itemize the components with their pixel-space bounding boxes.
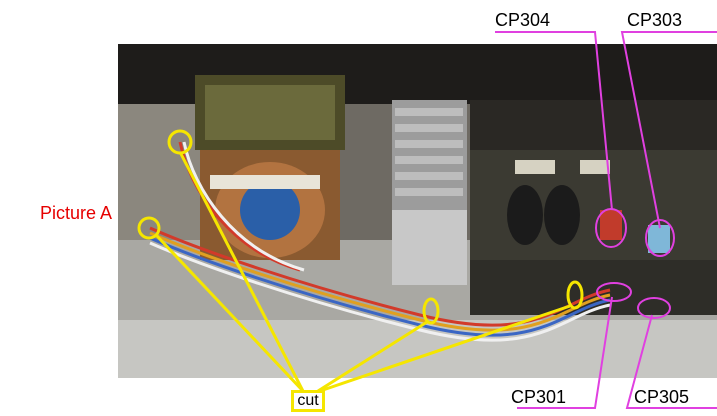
cp303-label: CP303	[627, 10, 683, 30]
cut-label: cut	[291, 390, 325, 412]
circuit-board	[470, 150, 717, 315]
cp303-marker	[645, 219, 675, 257]
cp304-leader	[495, 31, 613, 211]
cp301-marker	[596, 282, 632, 302]
connector-callouts	[495, 31, 717, 409]
picture-label: Picture A	[40, 203, 113, 223]
cp304-label: CP304	[495, 10, 551, 30]
equipment-photo	[118, 44, 717, 378]
cp304-marker	[595, 208, 627, 248]
cut-marker-4	[566, 280, 584, 310]
cut-leader-2	[155, 234, 305, 393]
cp305-marker	[637, 297, 671, 319]
cp301-label: CP301	[511, 387, 567, 407]
cut-leader-3	[317, 320, 428, 393]
cut-leader-1	[178, 151, 305, 392]
cut-callouts	[137, 129, 584, 393]
heatsink	[392, 100, 467, 285]
transformer	[195, 75, 345, 260]
cut-marker-3	[422, 297, 440, 325]
cp305-leader	[625, 314, 717, 409]
cp303-leader	[620, 31, 717, 229]
cp301-leader	[517, 296, 613, 409]
cp305-label: CP305	[634, 387, 690, 407]
cut-leader-4	[319, 304, 571, 393]
cut-marker-2	[137, 216, 161, 240]
